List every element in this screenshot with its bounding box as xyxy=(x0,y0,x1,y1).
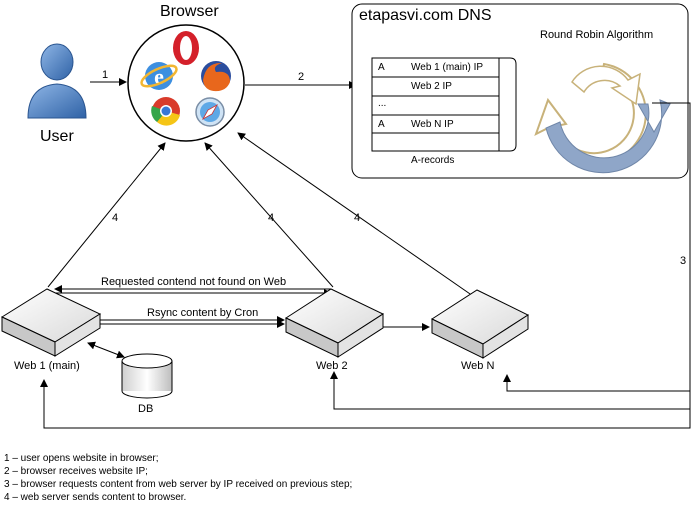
chrome-icon xyxy=(151,97,180,126)
svg-text:e: e xyxy=(154,64,164,89)
db-label: DB xyxy=(138,403,154,415)
arrow-3-web1 xyxy=(40,379,691,429)
legend-item: 2 – browser receives website IP; xyxy=(4,466,148,477)
legend-item: 1 – user opens website in browser; xyxy=(4,453,159,464)
user-icon xyxy=(27,43,87,119)
server-webn xyxy=(430,289,530,359)
db-cylinder xyxy=(121,353,173,399)
record-value: ... xyxy=(378,98,387,109)
record-value: Web 2 IP xyxy=(411,81,452,92)
round-robin-label: Round Robin Algorithm xyxy=(540,29,654,41)
web1-label: Web 1 (main) xyxy=(14,360,80,372)
legend: 1 – user opens website in browser; 2 – b… xyxy=(4,452,352,504)
record-type: A xyxy=(378,62,385,73)
user-label: User xyxy=(40,128,74,145)
not-found-label: Requested contend not found on Web xyxy=(101,276,287,288)
arrow-4-web1 xyxy=(47,142,166,288)
arrow-3-label: 3 xyxy=(680,255,687,267)
legend-item: 4 – web server sends content to browser. xyxy=(4,492,187,503)
arrow-4-web2 xyxy=(204,142,334,288)
firefox-icon xyxy=(201,61,231,92)
arrow-3-web2 xyxy=(330,371,691,410)
arrow-4-web1-label: 4 xyxy=(112,212,119,224)
record-value: Web 1 (main) IP xyxy=(411,62,484,73)
record-type: A xyxy=(378,119,385,130)
web2-label: Web 2 xyxy=(316,360,348,372)
safari-icon xyxy=(195,97,225,127)
legend-item: 3 – browser requests content from web se… xyxy=(4,479,353,490)
arrow-4-webn xyxy=(237,132,474,297)
webn-label: Web N xyxy=(461,360,495,372)
arrow-web1-db xyxy=(87,341,125,359)
opera-icon xyxy=(173,31,199,65)
browser-title: Browser xyxy=(160,3,219,20)
server-web2 xyxy=(284,288,385,358)
browser-circle: e xyxy=(127,24,245,142)
round-robin-icon xyxy=(534,62,671,174)
arrow-4-web2-label: 4 xyxy=(268,212,275,224)
internet-explorer-icon: e xyxy=(140,62,178,90)
server-web1 xyxy=(0,288,102,357)
arrow-4-webn-label: 4 xyxy=(354,212,361,224)
record-value: Web N IP xyxy=(411,119,454,130)
arrow-2-label: 2 xyxy=(298,71,305,83)
a-records-caption: A-records xyxy=(411,155,455,166)
dns-title: etapasvi.com DNS xyxy=(359,7,492,24)
arrow-1-label: 1 xyxy=(102,69,109,81)
rsync-label: Rsync content by Cron xyxy=(147,307,259,319)
a-records-table xyxy=(371,57,517,152)
